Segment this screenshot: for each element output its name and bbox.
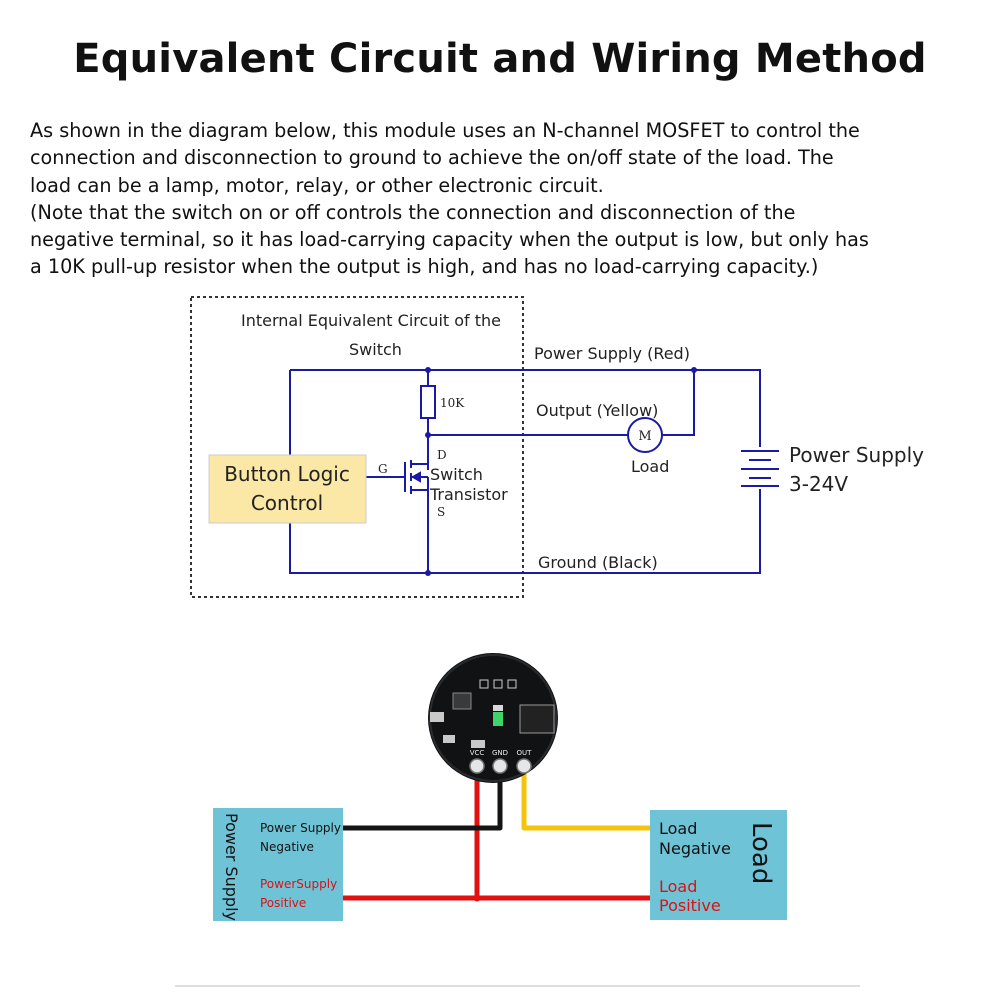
gate-pin-label: G — [378, 462, 388, 476]
wiring-diagram: Power Supply Power Supply Negative Power… — [213, 653, 787, 921]
internal-circuit-label: Internal Equivalent Circuit of the — [241, 311, 501, 330]
intro-line: load can be a lamp, motor, relay, or oth… — [30, 173, 604, 197]
module-component — [443, 735, 455, 743]
wire-junction — [473, 894, 481, 902]
mosfet-symbol — [404, 460, 429, 500]
intro-line: negative terminal, so it has load-carryi… — [30, 228, 869, 252]
motor-symbol-label: M — [638, 429, 651, 444]
transistor-label: Switch — [430, 465, 483, 484]
intro-line: a 10K pull-up resistor when the output i… — [30, 255, 819, 279]
battery-symbol — [740, 447, 780, 489]
drain-pin-label: D — [437, 448, 447, 462]
power-positive-label: PowerSupply — [260, 877, 337, 891]
output-wire-yellow — [521, 770, 650, 831]
internal-circuit-boundary — [190, 296, 524, 598]
button-logic-box — [208, 454, 367, 524]
out-pin — [516, 758, 532, 774]
intro-text: As shown in the diagram below, this modu… — [30, 117, 980, 281]
load-negative-label: Negative — [659, 839, 731, 858]
transistor-label: Transistor — [429, 485, 508, 504]
ground-wire-label: Ground (Black) — [538, 553, 658, 572]
gnd-pin — [492, 758, 508, 774]
power-supply-label: Power Supply — [789, 443, 924, 467]
motor-symbol — [627, 417, 663, 453]
load-positive-label: Positive — [659, 896, 721, 915]
resistor-label: 10K — [440, 396, 465, 410]
load-label: Load — [631, 457, 669, 476]
intro-line: connection and disconnection to ground t… — [30, 146, 834, 170]
module-component — [430, 712, 444, 722]
out-pin-label: OUT — [517, 749, 533, 757]
intro-line: As shown in the diagram below, this modu… — [30, 119, 860, 142]
ground-rail — [289, 487, 761, 574]
circuit-wires — [289, 369, 761, 574]
junction-dot — [425, 432, 431, 438]
output-wire-label: Output (Yellow) — [536, 401, 658, 420]
gnd-pin-label: GND — [492, 749, 508, 757]
internal-circuit-label: Switch — [349, 340, 402, 359]
resistor-symbol — [420, 385, 436, 419]
power-rail — [290, 369, 761, 448]
switch-module: VCC GND OUT — [428, 653, 558, 783]
load-negative-label: Load — [659, 819, 697, 838]
module-component — [452, 692, 472, 710]
intro-line: (Note that the switch on or off controls… — [30, 200, 796, 224]
source-pin-label: S — [437, 505, 445, 519]
vcc-pin-label: VCC — [470, 749, 485, 757]
power-supply-box-title: Power Supply — [222, 813, 241, 921]
button-logic-label: Control — [251, 491, 323, 515]
load-box-title: Load — [746, 822, 776, 884]
power-wire-label: Power Supply (Red) — [534, 344, 690, 363]
load-positive-label: Load — [659, 877, 697, 896]
button-logic-label: Button Logic — [224, 462, 350, 486]
module-chip — [519, 704, 555, 734]
power-positive-label: Positive — [260, 896, 306, 910]
wiring-cables — [343, 770, 650, 901]
power-negative-label: Power Supply — [260, 821, 341, 835]
junction-dot — [425, 570, 431, 576]
junction-dot — [425, 367, 431, 373]
power-supply-voltage: 3-24V — [789, 472, 848, 496]
page-title: Equivalent Circuit and Wiring Method — [73, 36, 927, 82]
ground-wire — [343, 770, 503, 831]
power-supply-box — [213, 808, 343, 921]
power-negative-label: Negative — [260, 840, 314, 854]
equivalent-circuit: Internal Equivalent Circuit of the Switc… — [190, 296, 924, 598]
junction-dot — [691, 367, 697, 373]
vcc-pin — [469, 758, 485, 774]
load-box — [650, 810, 787, 920]
module-led — [493, 712, 503, 726]
motor-return-wire — [662, 370, 695, 436]
